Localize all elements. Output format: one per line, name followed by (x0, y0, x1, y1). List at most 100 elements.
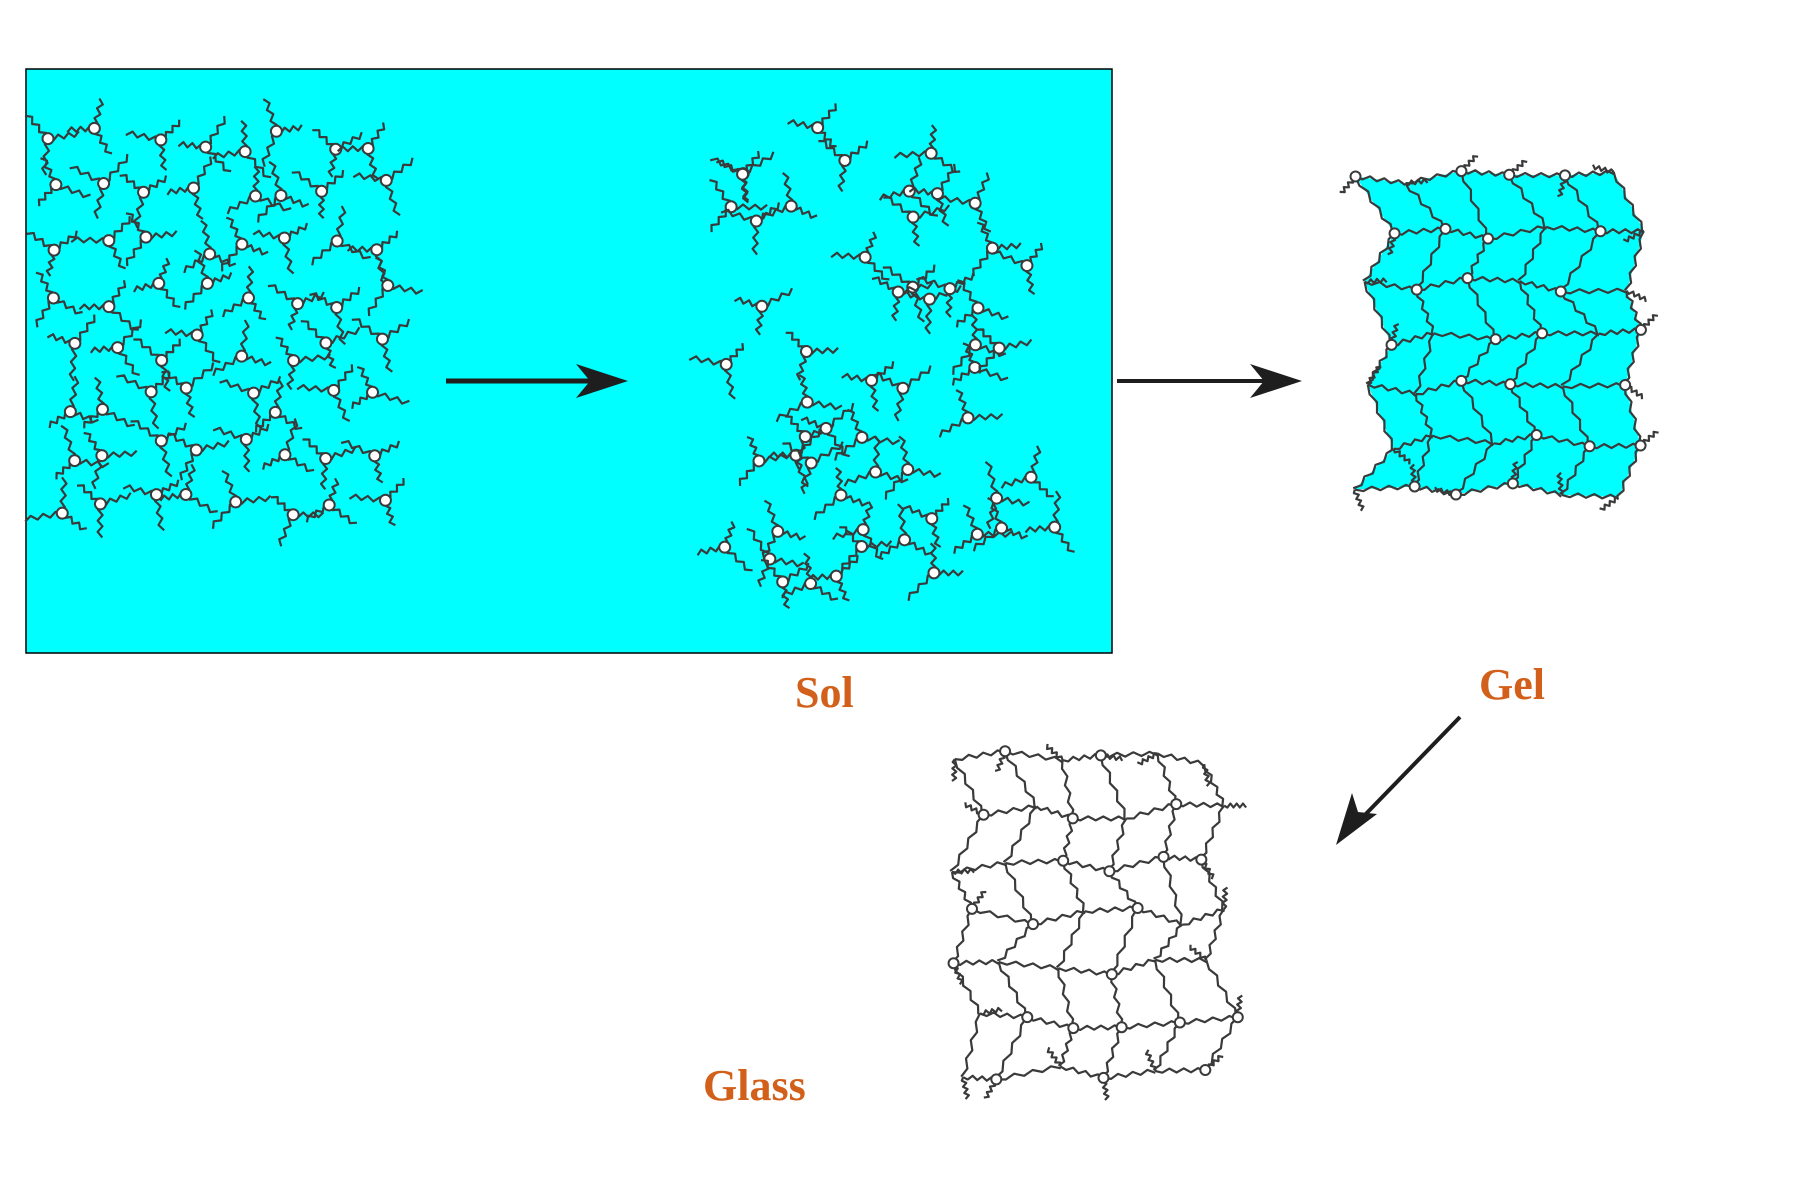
monomer (133, 338, 181, 392)
monomer-core (149, 488, 163, 502)
monomer-arm (334, 307, 347, 346)
monomer (37, 157, 91, 207)
gel-pore (1355, 176, 1446, 234)
monomer-core (97, 177, 111, 191)
monomer (122, 479, 180, 532)
monomer-core (229, 495, 243, 509)
gel-label: Gel (1479, 660, 1545, 709)
network-bond (1221, 886, 1229, 910)
monomer-core (319, 452, 333, 466)
network-bond (1162, 856, 1183, 926)
monomer-core (277, 231, 291, 245)
monomer (902, 497, 950, 548)
network-bond (1355, 175, 1406, 186)
monomer (257, 160, 310, 223)
monomer-core (199, 140, 213, 154)
monomer-core (901, 462, 915, 476)
monomer-arm (371, 391, 410, 405)
monomer-arm (68, 342, 78, 382)
monomer-core (378, 493, 392, 507)
network-bond (1460, 378, 1511, 388)
monomer (177, 115, 232, 173)
gel-pore (1565, 172, 1644, 232)
arrow-gel-to-glass (1336, 715, 1462, 845)
network-bond (1391, 331, 1435, 347)
monomer-core (1048, 520, 1062, 534)
gel-pore (1414, 435, 1494, 495)
monomer (813, 467, 869, 521)
monomer (302, 438, 357, 490)
network-bond (1559, 290, 1599, 336)
network-bond (998, 960, 1059, 972)
monomer-core (829, 569, 843, 583)
monomer (800, 402, 855, 458)
monomer (953, 504, 1012, 554)
network-bond (1600, 228, 1645, 235)
monomer (782, 441, 844, 495)
monomer-core (179, 487, 193, 501)
monomer (818, 139, 869, 193)
network-bond (1622, 329, 1642, 386)
network-bond (1416, 276, 1469, 291)
network-node (1057, 854, 1070, 867)
gel-pore (1467, 278, 1543, 340)
monomer-arm (907, 571, 935, 601)
network-node (1115, 1021, 1128, 1034)
network-bond (1414, 228, 1447, 290)
monomer (275, 336, 331, 391)
monomer (70, 216, 131, 270)
network-bond (1073, 1024, 1123, 1032)
monomer (119, 174, 168, 229)
monomer-core (985, 241, 999, 255)
network-bond (1352, 489, 1365, 512)
sol-clustered-monomers (688, 103, 1075, 610)
network-bond (1561, 492, 1620, 501)
network-node (1455, 374, 1468, 387)
monomer-core (855, 430, 869, 444)
monomer (48, 375, 99, 429)
network-node (1195, 853, 1208, 866)
monomer (125, 212, 178, 267)
monomer-core (368, 449, 382, 463)
monomer-core (330, 301, 344, 315)
network-bond (1153, 923, 1183, 960)
network-bond (1109, 855, 1165, 873)
monomer (907, 542, 964, 601)
network-bond (1622, 229, 1644, 243)
gel-pore (1519, 281, 1599, 334)
monomer-core (95, 449, 109, 463)
monomer-core (718, 540, 732, 554)
monomer (252, 222, 308, 275)
monomer-core (776, 575, 790, 589)
monomer (311, 205, 371, 266)
monomer (839, 526, 893, 571)
monomer-core (855, 539, 869, 553)
monomer-core (87, 121, 101, 135)
monomer-arm (746, 527, 771, 560)
network-bond (1201, 763, 1212, 787)
network-bond (1416, 379, 1463, 396)
monomer-arm (913, 204, 951, 219)
network-node (1439, 222, 1452, 235)
network-node (1489, 333, 1502, 346)
network-bond (1431, 434, 1494, 447)
monomer-arm (325, 326, 361, 344)
network-bond (1556, 471, 1565, 496)
monomer-arm (41, 138, 51, 176)
monomer-arm (251, 392, 263, 430)
monomer (212, 423, 270, 473)
network-bond (1404, 178, 1429, 186)
monomer-arm (861, 435, 901, 446)
monomer-core (203, 247, 217, 261)
monomer (291, 169, 345, 219)
network-bond (1026, 1016, 1074, 1031)
network-bond (1453, 442, 1495, 495)
monomer-core (190, 328, 204, 342)
monomer-arm (384, 180, 401, 217)
network-bond (1413, 332, 1435, 395)
monomer (296, 364, 354, 422)
network-bond (1392, 448, 1411, 465)
network-node (1559, 169, 1572, 182)
gel-pore (1461, 171, 1547, 239)
network-bond (1106, 817, 1128, 872)
